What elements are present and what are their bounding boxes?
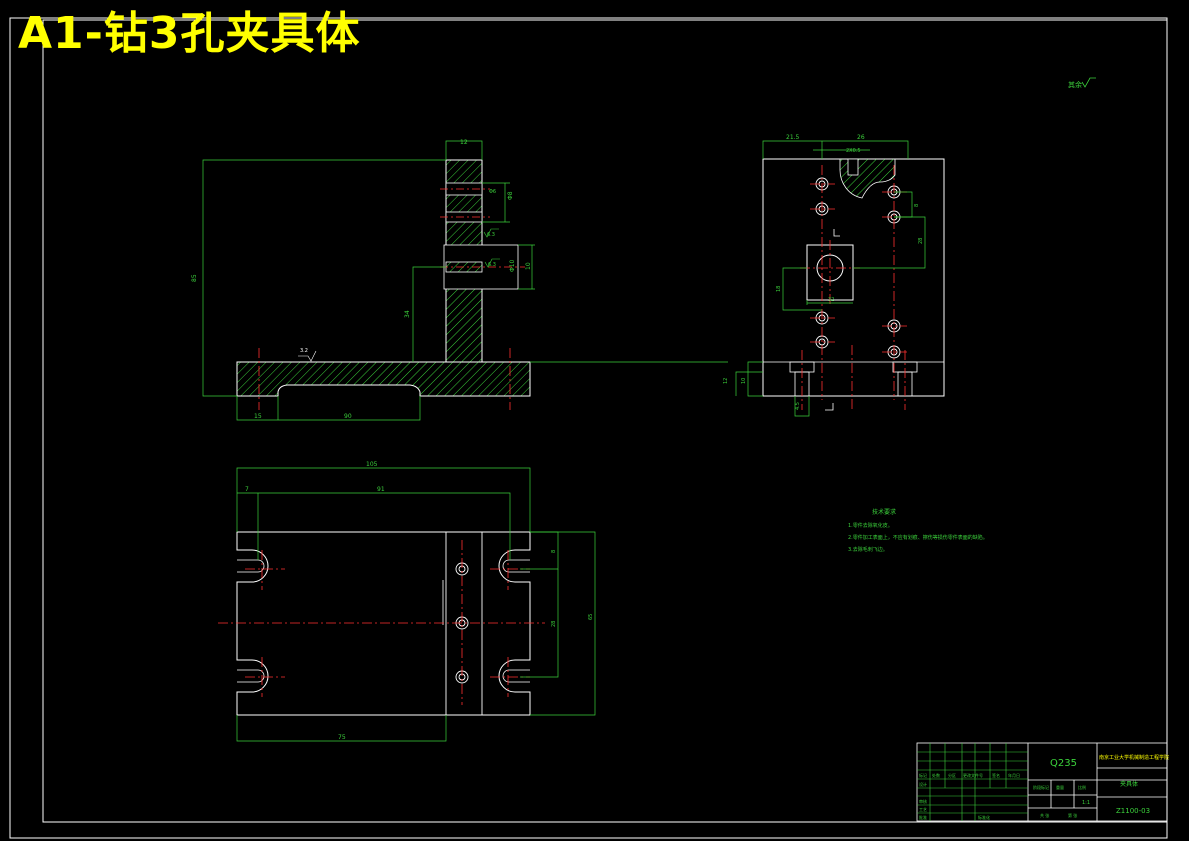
dim-left-top: 21.5: [786, 134, 800, 141]
tb-row-5: 年月日: [1008, 772, 1020, 778]
title-block: [916, 742, 1168, 822]
tech-req-title: 技术要求: [872, 508, 896, 516]
dim-side-a: 8: [914, 204, 920, 207]
tech-req-item-1: 1.零件去除氧化皮。: [848, 522, 893, 529]
tb-cell-1: 重量: [1056, 784, 1064, 790]
dim-top-span: 26: [857, 134, 865, 141]
tb-row-2: 分区: [948, 772, 956, 778]
dim-plan-bottom: 75: [338, 734, 346, 741]
dim-hole-d: 10: [525, 262, 532, 270]
tb-cell-3: 共 张: [1040, 812, 1049, 818]
section-mark-icon: [833, 229, 840, 237]
dim-top-width: 12: [460, 139, 468, 146]
rough-mark-a: 6.3: [487, 232, 495, 238]
plan-view: 105 7 91 8 28 65 75: [218, 461, 596, 742]
dim-plan-right-v1: 8: [551, 550, 557, 553]
roughness-mark-icon: [298, 350, 317, 362]
dim-plan-inner: 91: [377, 486, 385, 493]
roughness-mark-icon: [483, 228, 499, 238]
plan-view-outline: [236, 531, 531, 716]
dim-center-w: 32: [828, 297, 834, 303]
dim-side-b: 28: [918, 238, 924, 244]
dim-height-total: 85: [191, 274, 198, 282]
tech-req-item-2: 2.零件加工表面上，不应有划痕、擦伤等损伤零件表面的缺陷。: [848, 534, 988, 541]
tb-row-4: 签名: [992, 772, 1000, 778]
title-scale: 1:1: [1082, 800, 1090, 806]
tb-role-3: 批准: [919, 814, 927, 820]
inner-frame: [42, 19, 1168, 823]
dim-plan-right-v2: 28: [551, 621, 557, 627]
dim-hole-b: Φ10: [509, 259, 516, 272]
tb-row-0: 标记: [919, 772, 927, 778]
dim-base-c: 4.5: [795, 402, 801, 410]
tb-row-3: 更改文件号: [963, 772, 983, 778]
dim-slot: 90: [344, 413, 352, 420]
dim-base-b: 12: [723, 378, 729, 384]
roughness-note: 其余: [1068, 80, 1082, 89]
title-material: Q235: [1050, 758, 1077, 769]
tb-role-2: 工艺: [919, 807, 927, 812]
dim-height-mid: 34: [404, 310, 411, 318]
rough-mark-b: 6.3: [488, 262, 496, 268]
tb-cell-4: 第 张: [1068, 812, 1077, 818]
dim-plan-total: 105: [366, 461, 378, 468]
title-drawing-no: Z1100-03: [1116, 807, 1150, 815]
side-view-base: [236, 361, 531, 397]
base-rough: 3.2: [300, 348, 308, 354]
side-view: 12 85 34 15 90 Φ8 10 Φ10 Φ6 6.3 6.3 3.2: [191, 139, 728, 421]
tb-role-1: 审核: [919, 798, 927, 804]
dim-center-h: 18: [776, 286, 782, 292]
roughness-mark-icon: [484, 258, 500, 268]
dim-plan-right-v3: 65: [588, 614, 594, 620]
tb-cell-0: 阶段标记: [1033, 784, 1049, 790]
dim-left-edge: 15: [254, 413, 262, 420]
front-view: 21.5 26 2X0.5 32 18 8 28 10 12 4.5: [723, 134, 945, 417]
title-school: 南京工业大学机械制造工程学院: [1099, 754, 1169, 761]
tb-cell-2: 比例: [1078, 784, 1086, 790]
front-key-slot: [847, 158, 859, 176]
roughness-symbol-icon: [1081, 77, 1096, 88]
tb-role-0: 设计: [919, 781, 927, 787]
title-part-name: 夹具体: [1120, 780, 1138, 788]
tb-cell-5: 标准化: [978, 814, 990, 820]
dim-plan-left-inset: 7: [245, 486, 249, 493]
tech-requirements: 技术要求 1.零件去除氧化皮。 2.零件加工表面上，不应有划痕、擦伤等损伤零件表…: [848, 508, 988, 553]
tech-req-item-3: 3.去除毛刺飞边。: [848, 546, 888, 553]
dim-base-a: 10: [741, 378, 747, 384]
section-mark-icon: [825, 403, 834, 411]
dim-hole-c: Φ6: [489, 189, 496, 195]
dim-key: 2X0.5: [846, 148, 861, 154]
dim-hole-a: Φ8: [507, 191, 514, 200]
tb-row-1: 处数: [932, 772, 940, 778]
drawing-title: A1-钻3孔夹具体: [18, 8, 361, 59]
